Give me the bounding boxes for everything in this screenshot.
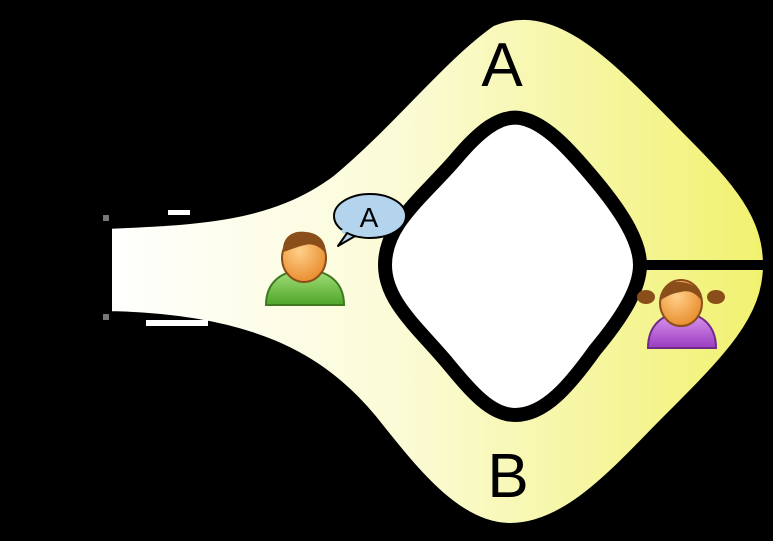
entrance-ledge-top xyxy=(168,210,190,215)
boy-person-icon xyxy=(264,231,346,306)
path-label-upper: A xyxy=(481,31,523,100)
entrance-mark-top xyxy=(103,215,109,221)
girl-person-icon xyxy=(637,279,725,349)
entrance-ledge-bottom xyxy=(146,320,208,326)
path-label-lower: B xyxy=(487,442,528,511)
speech-bubble: A xyxy=(333,193,407,247)
entrance-mark-bottom xyxy=(103,314,109,320)
speech-bubble-text: A xyxy=(360,202,379,233)
